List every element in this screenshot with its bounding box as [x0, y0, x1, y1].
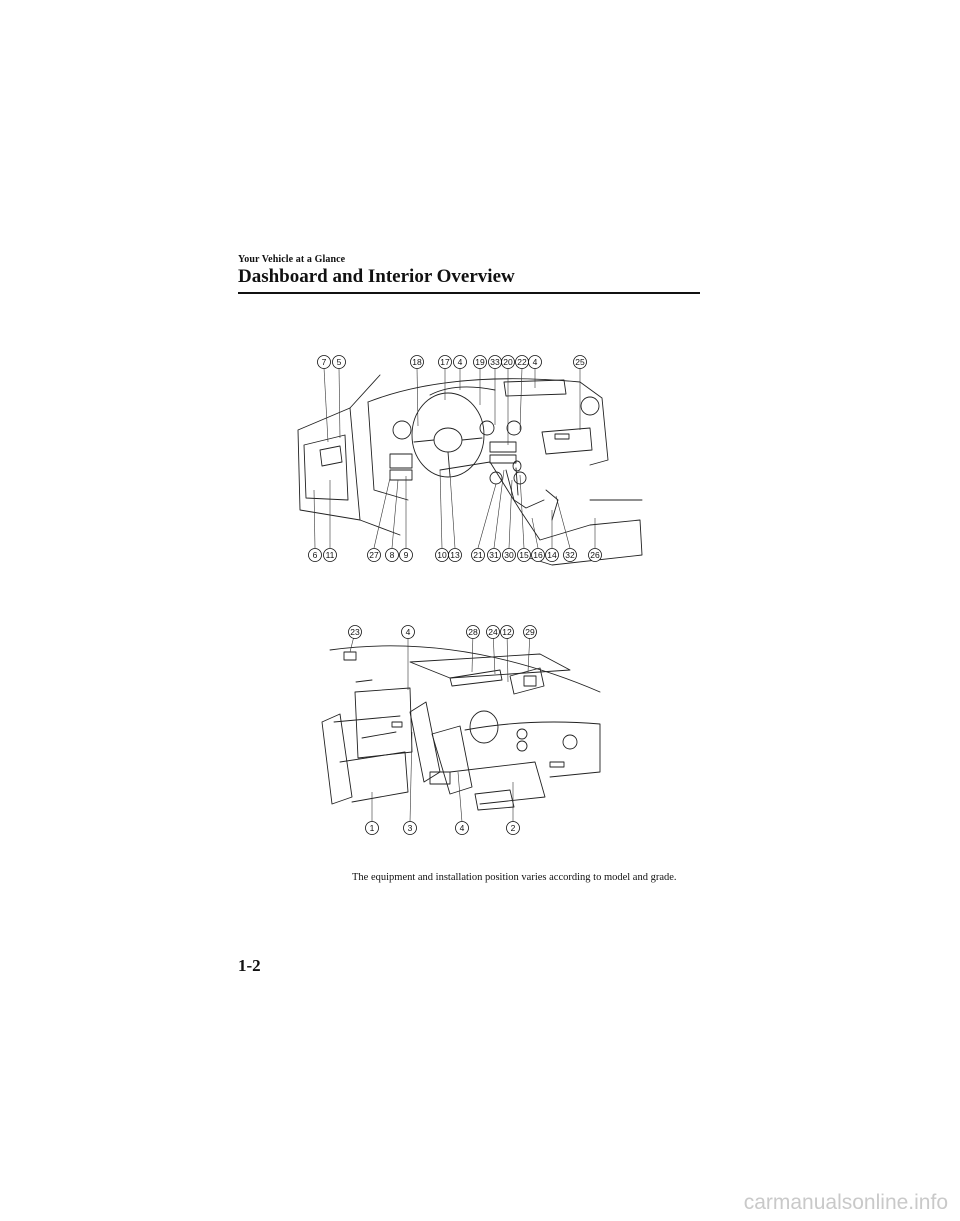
callout-marker: [309, 549, 322, 562]
callout-number: 16: [533, 550, 543, 560]
callout-marker: [532, 549, 545, 562]
callout-number: 10: [437, 550, 447, 560]
callout-number: 1: [370, 823, 375, 833]
callout-number: 4: [406, 627, 411, 637]
callout-number: 30: [504, 550, 514, 560]
interior-top-callouts: 23 4 28 24 12 29: [349, 626, 537, 639]
callout-marker: [488, 549, 501, 562]
callout-marker: [411, 356, 424, 369]
callout-number: 13: [450, 550, 460, 560]
callout-number: 15: [519, 550, 529, 560]
callout-marker: [366, 822, 379, 835]
interior-illustration: 23 4 28 24 12 29 1 3 4 2: [300, 622, 610, 842]
callout-marker: [474, 356, 487, 369]
page-number: 1-2: [238, 956, 261, 975]
callout-marker: [400, 549, 413, 562]
callout-number: 19: [475, 357, 485, 367]
callout-marker: [529, 356, 542, 369]
interior-bottom-callouts: 1 3 4 2: [366, 822, 520, 835]
callout-number: 17: [440, 357, 450, 367]
callout-number: 9: [404, 550, 409, 560]
callout-number: 23: [350, 627, 360, 637]
callout-number: 4: [533, 357, 538, 367]
callout-number: 18: [412, 357, 422, 367]
figure-caption: The equipment and installation position …: [352, 872, 677, 883]
callout-marker: [487, 626, 500, 639]
callout-marker: [503, 549, 516, 562]
section-label: Your Vehicle at a Glance: [238, 254, 346, 265]
title-rule: [238, 292, 700, 294]
callout-marker: [501, 626, 514, 639]
callout-marker: [507, 822, 520, 835]
callout-marker: [467, 626, 480, 639]
dashboard-line-art: [298, 375, 642, 565]
callout-number: 20: [503, 357, 513, 367]
dashboard-leader-lines: [314, 368, 595, 548]
interior-line-art: [322, 646, 600, 810]
callout-number: 31: [489, 550, 499, 560]
callout-marker: [472, 549, 485, 562]
interior-leader-lines: [350, 632, 530, 822]
callout-marker: [368, 549, 381, 562]
callout-marker: [449, 549, 462, 562]
callout-number: 14: [547, 550, 557, 560]
callout-number: 2: [511, 823, 516, 833]
callout-marker: [564, 549, 577, 562]
callout-marker: [386, 549, 399, 562]
callout-number: 24: [488, 627, 498, 637]
callout-number: 33: [490, 357, 500, 367]
callout-marker: [402, 626, 415, 639]
callout-marker: [324, 549, 337, 562]
callout-marker: [454, 356, 467, 369]
callout-marker: [502, 356, 515, 369]
callout-marker: [333, 356, 346, 369]
callout-marker: [404, 822, 417, 835]
callout-number: 21: [473, 550, 483, 560]
callout-number: 5: [337, 357, 342, 367]
callout-number: 28: [468, 627, 478, 637]
callout-number: 7: [322, 357, 327, 367]
callout-number: 25: [575, 357, 585, 367]
interior-drawing: 23 4 28 24 12 29 1 3 4 2: [300, 622, 610, 842]
callout-marker: [456, 822, 469, 835]
callout-marker: [518, 549, 531, 562]
callout-marker: [574, 356, 587, 369]
callout-marker: [349, 626, 362, 639]
callout-number: 27: [369, 550, 379, 560]
callout-number: 26: [590, 550, 600, 560]
watermark: carmanualsonline.info: [743, 1191, 948, 1214]
callout-marker: [524, 626, 537, 639]
callout-marker: [318, 356, 331, 369]
callout-number: 11: [326, 550, 335, 560]
callout-marker: [546, 549, 559, 562]
callout-number: 3: [408, 823, 413, 833]
callout-number: 29: [525, 627, 535, 637]
callout-number: 8: [390, 550, 395, 560]
callout-number: 6: [313, 550, 318, 560]
callout-number: 4: [458, 357, 463, 367]
callout-number: 32: [565, 550, 575, 560]
callout-marker: [589, 549, 602, 562]
page-title: Dashboard and Interior Overview: [238, 266, 515, 287]
callout-number: 22: [517, 357, 527, 367]
callout-marker: [439, 356, 452, 369]
callout-number: 4: [460, 823, 465, 833]
callout-number: 12: [502, 627, 512, 637]
